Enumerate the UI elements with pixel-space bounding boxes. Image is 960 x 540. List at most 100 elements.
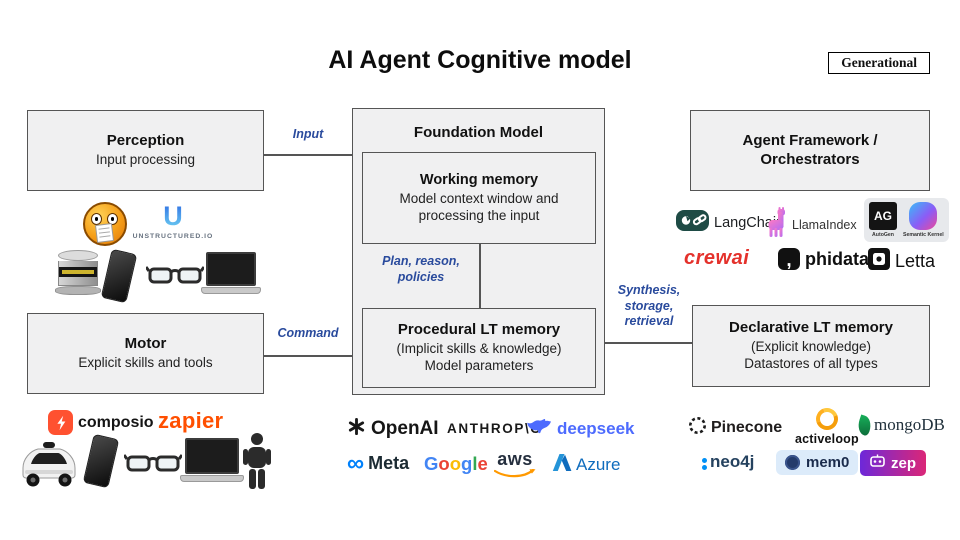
- synthesis-edge-label: Synthesis, storage, retrieval: [617, 283, 681, 329]
- langchain-label: LangChain: [714, 215, 785, 231]
- autogen-semantic-kernel-group: AG AutoGen Semantic Kernel: [864, 198, 949, 242]
- phidata-comma-icon: ,: [778, 248, 800, 270]
- openai-label: OpenAI: [371, 418, 439, 439]
- google-letter: o: [449, 453, 462, 474]
- autogen-logo: AG AutoGen: [869, 202, 897, 238]
- neo4j-logo: neo4j: [702, 452, 754, 472]
- smart-glasses-icon: [122, 450, 184, 481]
- zapier-logo: zapier: [158, 408, 224, 433]
- openai-logo: OpenAI: [347, 417, 439, 441]
- letta-square-icon: [868, 248, 890, 275]
- procedural-memory-title: Procedural LT memory: [397, 321, 561, 339]
- motor-title: Motor: [124, 335, 167, 353]
- pinecone-label: Pinecone: [711, 419, 783, 436]
- autogen-ag-icon: AG: [869, 202, 897, 230]
- activeloop-ring-icon: [812, 404, 842, 434]
- working-memory-box: Working memory Model context window and …: [362, 152, 596, 244]
- laptop-icon: [180, 438, 244, 482]
- working-memory-subtitle: Model context window and processing the …: [399, 190, 559, 224]
- google-letter: G: [424, 453, 439, 474]
- deepseek-logo: deepseek: [527, 417, 635, 441]
- google-letter: l: [472, 453, 478, 474]
- autogen-caption: AutoGen: [872, 232, 894, 238]
- duck-eye: [107, 213, 118, 225]
- laptop-icon: [201, 252, 261, 294]
- generational-badge: Generational: [828, 52, 930, 74]
- mem0-label: mem0: [806, 454, 850, 471]
- humanoid-robot-icon: [242, 432, 272, 495]
- google-letter: o: [438, 453, 450, 474]
- letta-label: Letta: [895, 251, 936, 271]
- procedural-memory-line2: (Implicit skills & knowledge): [396, 340, 562, 356]
- synthesis-connector-line: [604, 342, 693, 344]
- langchain-logo: LangChain: [676, 210, 784, 236]
- meta-label: Meta: [368, 453, 410, 473]
- llamaindex-logo: LlamaIndex: [766, 207, 857, 242]
- google-letter: g: [461, 453, 473, 474]
- google-letter: e: [477, 453, 488, 474]
- langchain-parrot-chain-icon: [676, 210, 709, 236]
- crewai-logo: crewai: [684, 247, 750, 269]
- deepseek-whale-icon: [527, 417, 552, 441]
- meta-logo: ∞ Meta: [347, 449, 410, 477]
- mongodb-logo: mongoDB: [855, 413, 945, 437]
- procedural-memory-line3: Model parameters: [424, 358, 534, 374]
- smartphone-icon: [100, 248, 138, 304]
- duck-eye: [91, 213, 102, 225]
- mem0-orb-icon: [785, 455, 800, 470]
- meta-infinity-icon: ∞: [347, 449, 365, 477]
- deepseek-label: deepseek: [557, 419, 635, 438]
- unstructured-label: UNSTRUCTURED.IO: [132, 233, 214, 240]
- declarative-memory-title: Declarative LT memory: [729, 319, 893, 337]
- activeloop-logo: activeloop: [795, 404, 859, 446]
- activeloop-label: activeloop: [795, 432, 859, 446]
- unstructured-u-icon: U: [163, 201, 183, 231]
- google-logo: Google: [424, 453, 488, 475]
- pinecone-logo: Pinecone: [688, 415, 782, 441]
- zep-robot-icon: [870, 454, 885, 472]
- procedural-memory-box: Procedural LT memory (Implicit skills & …: [362, 308, 596, 388]
- mem0-logo: mem0: [776, 450, 859, 475]
- azure-label: Azure: [576, 455, 621, 474]
- composio-logo: composio: [48, 410, 154, 435]
- declarative-memory-box: Declarative LT memory (Explicit knowledg…: [692, 305, 930, 387]
- motor-subtitle: Explicit skills and tools: [78, 355, 213, 371]
- phidata-label: phidata: [805, 248, 870, 269]
- command-edge-label: Command: [277, 326, 339, 340]
- smartphone-icon: [82, 433, 120, 489]
- openai-knot-icon: [347, 417, 366, 441]
- aws-logo: aws: [493, 449, 536, 485]
- mongodb-leaf-icon: [855, 413, 874, 437]
- agent-framework-box: Agent Framework / Orchestrators: [690, 110, 930, 191]
- composio-lightning-icon: [48, 410, 73, 435]
- docling-duck-mascot-icon: [83, 202, 127, 246]
- perception-box: Perception Input processing: [27, 110, 264, 191]
- declarative-memory-line3: Datastores of all types: [744, 356, 878, 372]
- anthropic-logo: ANTHROP\C: [447, 421, 542, 436]
- aws-smile-arrow-icon: [493, 467, 536, 485]
- page-title: AI Agent Cognitive model: [328, 46, 632, 74]
- unstructured-logo: U UNSTRUCTURED.IO: [128, 201, 218, 241]
- llamaindex-llama-icon: [766, 207, 788, 242]
- zep-label: zep: [891, 454, 917, 472]
- smart-glasses-icon: [144, 262, 206, 293]
- autonomous-car-icon: [16, 440, 82, 493]
- aws-label: aws: [497, 449, 533, 469]
- phidata-logo: , phidata: [778, 248, 869, 270]
- azure-logo: Azure: [552, 453, 620, 477]
- semantic-kernel-logo: Semantic Kernel: [903, 202, 944, 238]
- command-connector-line: [263, 355, 353, 357]
- composio-label: composio: [78, 413, 154, 431]
- perception-title: Perception: [106, 132, 185, 150]
- neo4j-label: neo4j: [710, 452, 755, 471]
- foundation-model-title: Foundation Model: [413, 124, 544, 141]
- agent-framework-title: Agent Framework / Orchestrators: [742, 131, 878, 168]
- plan-divider-line: [479, 244, 481, 308]
- mongodb-label: mongoDB: [874, 415, 945, 434]
- input-edge-label: Input: [292, 127, 324, 141]
- declarative-memory-line2: (Explicit knowledge): [750, 338, 872, 354]
- input-connector-line: [263, 154, 353, 156]
- plan-reason-label: Plan, reason, policies: [382, 254, 460, 284]
- neo4j-dots-icon: [702, 458, 707, 470]
